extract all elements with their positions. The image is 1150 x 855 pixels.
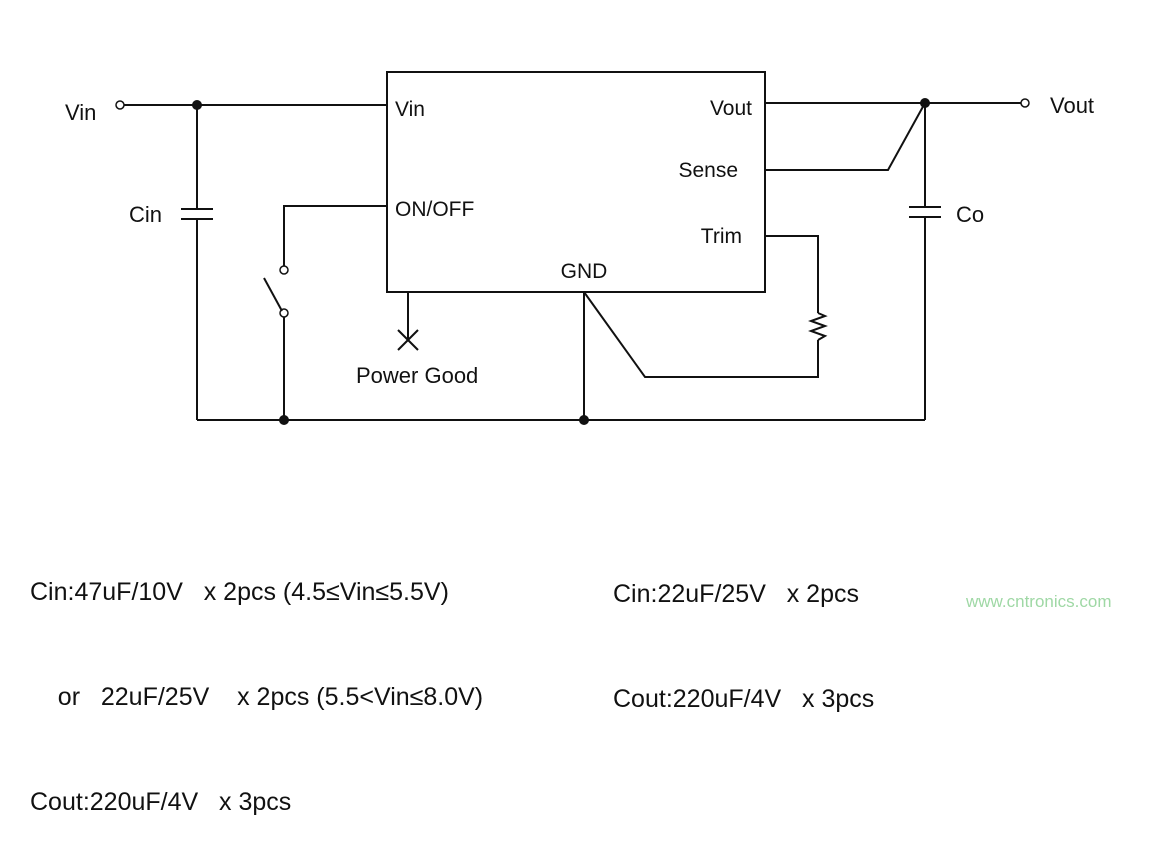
- pin-gnd-label: GND: [561, 260, 608, 283]
- note-line: Cin:47uF/10V x 2pcs (4.5≤Vin≤5.5V): [30, 578, 449, 606]
- vin-terminal: [115, 100, 125, 110]
- circuit-schematic: Vin Vout Cin Co Power Good Vin ON/OFF Vo…: [65, 71, 1094, 425]
- pin-sense-label: Sense: [678, 159, 738, 182]
- note-name: Cin: [30, 578, 68, 606]
- co-label: Co: [956, 202, 984, 227]
- note-line: Cout:220uF/4V x 3pcs: [613, 685, 875, 713]
- pin-trim-label: Trim: [701, 225, 742, 248]
- power-good-nc-mark-b: [397, 329, 419, 351]
- note-value: 22uF/25V: [657, 580, 766, 608]
- component-notes-right: Cin:22uF/25V x 2pcs Cout:220uF/4V x 3pcs: [613, 507, 874, 752]
- note-name: Cin: [613, 580, 651, 608]
- vout-terminal-label: Vout: [1050, 93, 1094, 118]
- trim-wire: [765, 235, 819, 313]
- vin-terminal-label: Vin: [65, 100, 96, 125]
- note-qty: x 2pcs (4.5≤Vin≤5.5V): [203, 578, 449, 606]
- cin-label: Cin: [129, 202, 162, 227]
- note-qty: x 2pcs: [786, 580, 859, 608]
- note-qty: x 3pcs: [219, 788, 292, 816]
- note-qty: x 3pcs: [802, 685, 875, 713]
- note-value: 47uF/10V: [74, 578, 183, 606]
- note-value: 220uF/4V: [89, 788, 199, 816]
- switch-lever: [263, 277, 283, 312]
- watermark: www.cntronics.com: [966, 592, 1112, 611]
- note-name: Cout: [30, 788, 83, 816]
- note-name: or: [57, 683, 81, 711]
- sense-wire: [765, 102, 926, 171]
- note-qty: x 2pcs (5.5<Vin≤8.0V): [237, 683, 484, 711]
- component-notes-left: Cin:47uF/10V x 2pcs (4.5≤Vin≤5.5V) or 22…: [30, 505, 483, 855]
- pin-vin-label: Vin: [395, 98, 425, 121]
- gnd-to-trim-wire: [583, 291, 819, 378]
- note-line: Cin:22uF/25V x 2pcs: [613, 580, 859, 608]
- switch-contact-top: [279, 265, 289, 275]
- note-name: Cout: [613, 685, 666, 713]
- pin-vout-label: Vout: [710, 97, 752, 120]
- note-value: 220uF/4V: [672, 685, 782, 713]
- note-line: Cout:220uF/4V x 3pcs: [30, 788, 292, 816]
- trim-resistor: [808, 312, 828, 341]
- pin-on-off-label: ON/OFF: [395, 198, 474, 221]
- note-line: or 22uF/25V x 2pcs (5.5<Vin≤8.0V): [30, 680, 483, 715]
- note-value: 22uF/25V: [100, 683, 210, 711]
- on-off-wire: [283, 205, 387, 266]
- vout-terminal: [1020, 98, 1030, 108]
- converter-module: [386, 71, 766, 293]
- power-good-label: Power Good: [356, 363, 478, 388]
